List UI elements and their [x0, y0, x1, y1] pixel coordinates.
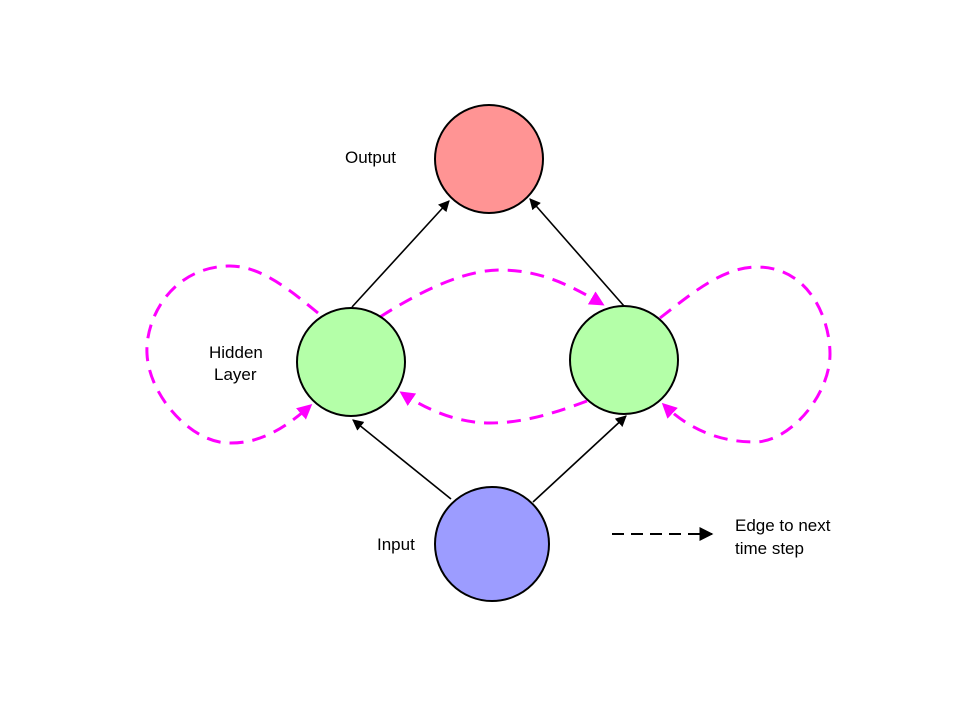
- edge-hidden-right-to-output: [529, 198, 625, 307]
- edge-hidden-left-to-output: [351, 200, 450, 308]
- edge-input-to-hidden-left: [352, 419, 452, 500]
- legend: Edge to next time step: [612, 516, 831, 558]
- input-node: [434, 486, 550, 602]
- hidden-layer-label-line1: Hidden: [209, 343, 263, 362]
- edge-recurrent-left-self-loop: [145, 264, 319, 445]
- legend-label-line2: time step: [735, 539, 804, 558]
- output-label: Output: [345, 148, 396, 167]
- hidden-node-left: [296, 307, 406, 417]
- edge-recurrent-right-self-loop: [659, 265, 832, 444]
- edge-recurrent-left-to-right: [379, 268, 605, 319]
- hidden-layer-label-line2: Layer: [214, 365, 257, 384]
- input-label: Input: [377, 535, 415, 554]
- edge-recurrent-right-to-left: [399, 391, 588, 425]
- hidden-node-right: [569, 305, 679, 415]
- edge-input-to-hidden-right: [532, 415, 627, 503]
- legend-label-line1: Edge to next: [735, 516, 831, 535]
- output-node: [434, 104, 544, 214]
